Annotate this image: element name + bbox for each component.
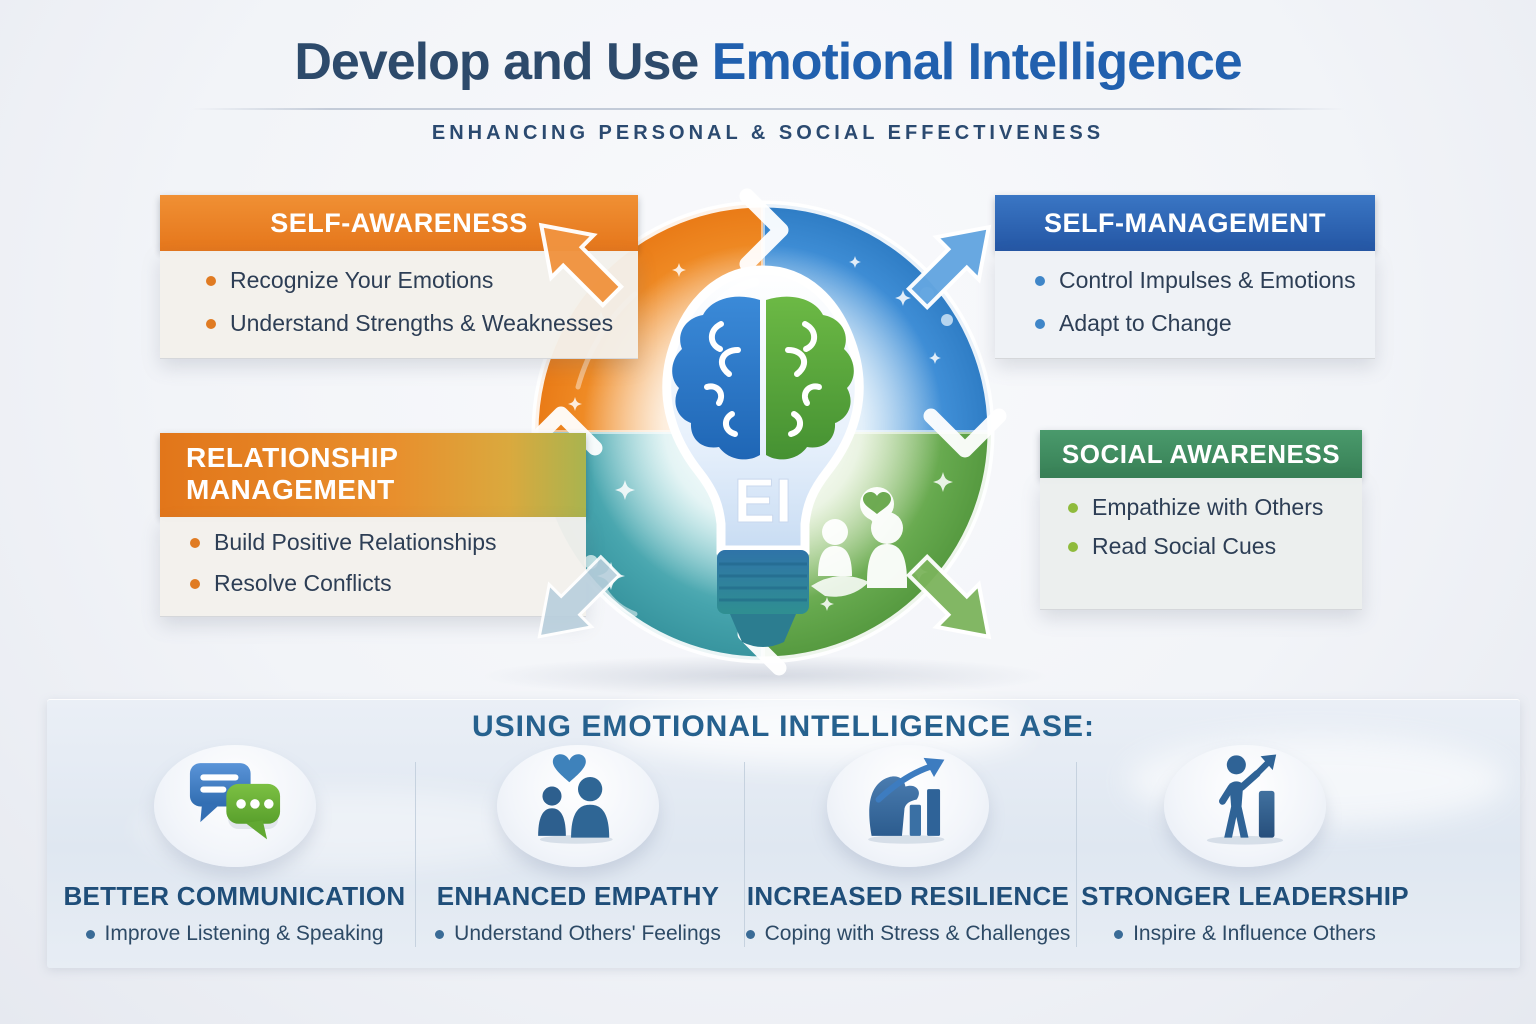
list-item: Build Positive Relationships: [190, 529, 586, 556]
bullet-text: Read Social Cues: [1092, 533, 1277, 559]
bullet-text: Adapt to Change: [1059, 310, 1232, 336]
page-subtitle: ENHANCING PERSONAL & SOCIAL EFFECTIVENES…: [431, 122, 1105, 144]
list-item: Control Impulses & Emotions: [1035, 267, 1375, 294]
social-awareness-box: SOCIAL AWARENESS Empathize with Others R…: [1040, 430, 1362, 610]
icon-background: [153, 745, 316, 867]
list-item: Adapt to Change: [1035, 310, 1375, 337]
bullet-text: Control Impulses & Emotions: [1059, 267, 1356, 293]
bullet-dot: [206, 275, 216, 286]
chat-bubbles-icon: [189, 763, 280, 840]
list-item: Understand Strengths & Weaknesses: [206, 310, 638, 337]
self-management-box: SELF-MANAGEMENT Control Impulses & Emoti…: [995, 195, 1375, 359]
benefit-title: INCREASED RESILIENCE: [746, 881, 1070, 911]
benefit-title: ENHANCED EMPATHY: [436, 881, 720, 911]
column-divider: [1076, 762, 1077, 947]
bullet-dot: [1035, 318, 1045, 329]
relationship-management-box: RELATIONSHIP MANAGEMENT Build Positive R…: [160, 433, 586, 618]
benefits-heading-suffix: ASE:: [1011, 710, 1096, 743]
bullet-dot: [1068, 541, 1078, 552]
social-awareness-header: SOCIAL AWARENESS: [1040, 430, 1362, 478]
people-heart-icon: [538, 754, 613, 844]
title-divider: [192, 108, 1344, 110]
bullet-text: Recognize Your Emotions: [230, 267, 494, 293]
bullet-dot: [745, 929, 755, 939]
benefits-panel: USING EMOTIONAL INTELLIGENCE ASE:: [47, 694, 1520, 968]
bullet-dot: [85, 929, 95, 939]
bullet-dot: [1068, 502, 1078, 513]
bulb-base: [717, 550, 809, 647]
benefit-empathy: ENHANCED EMPATHY Understand Others' Feel…: [428, 745, 728, 946]
column-divider: [744, 762, 745, 947]
bullet-text: Resolve Conflicts: [214, 570, 392, 597]
self-management-header: SELF-MANAGEMENT: [995, 195, 1375, 251]
list-item: Resolve Conflicts: [190, 570, 586, 597]
benefits-heading-highlight: EMOTIONAL INTELLIGENCE: [581, 710, 1012, 743]
cloud-decoration: [607, 694, 1027, 764]
lightbulb-brain-icon: EI: [662, 265, 864, 647]
icon-background: [497, 745, 659, 867]
bullet-text: Inspire & Influence Others: [1133, 922, 1376, 945]
bullet-text: Understand Strengths & Weaknesses: [230, 310, 614, 336]
benefits-heading-prefix: USING: [471, 710, 582, 743]
benefit-bullet: Improve Listening & Speaking: [85, 922, 384, 946]
list-item: Recognize Your Emotions: [206, 267, 638, 294]
self-awareness-header: SELF-AWARENESS: [160, 195, 638, 251]
list-item: Read Social Cues: [1068, 533, 1362, 560]
bullet-text: Coping with Stress & Challenges: [764, 922, 1071, 945]
benefit-title: BETTER COMMUNICATION: [63, 881, 406, 911]
benefit-bullet: Inspire & Influence Others: [1114, 922, 1376, 946]
list-item: Empathize with Others: [1068, 494, 1362, 521]
benefit-bullet: Coping with Stress & Challenges: [745, 922, 1071, 946]
strength-growth-icon: [868, 757, 945, 844]
bullet-dot: [190, 578, 200, 589]
benefit-resilience: INCREASED RESILIENCE Coping with Stress …: [745, 745, 1071, 946]
relationship-management-header: RELATIONSHIP MANAGEMENT: [160, 433, 586, 518]
title-highlight: Emotional Intelligence: [711, 33, 1243, 91]
bullet-text: Improve Listening & Speaking: [104, 922, 384, 945]
self-awareness-box: SELF-AWARENESS Recognize Your Emotions U…: [160, 195, 638, 359]
icon-background: [827, 745, 989, 867]
bullet-text: Build Positive Relationships: [214, 529, 497, 556]
benefit-bullet: Understand Others' Feelings: [435, 922, 721, 946]
benefit-leadership: STRONGER LEADERSHIP Inspire & Influence …: [1080, 745, 1410, 946]
bullet-dot: [190, 537, 200, 548]
bullet-dot: [1114, 929, 1124, 939]
icon-background: [1164, 745, 1326, 867]
ei-label: EI: [734, 467, 793, 536]
bullet-dot: [206, 318, 216, 329]
title-prefix: Develop and Use: [294, 33, 712, 91]
bullet-dot: [435, 929, 445, 939]
bullet-dot: [1035, 275, 1045, 286]
bullet-text: Understand Others' Feelings: [454, 922, 721, 945]
benefits-heading: USING EMOTIONAL INTELLIGENCE ASE:: [47, 710, 1520, 744]
benefit-communication: BETTER COMMUNICATION Improve Listening &…: [62, 745, 407, 946]
column-divider: [415, 762, 416, 947]
leader-growth-icon: [1206, 754, 1284, 845]
bullet-text: Empathize with Others: [1092, 494, 1324, 520]
benefit-title: STRONGER LEADERSHIP: [1081, 881, 1409, 911]
page-title: Develop and Use Emotional Intelligence: [0, 32, 1536, 92]
